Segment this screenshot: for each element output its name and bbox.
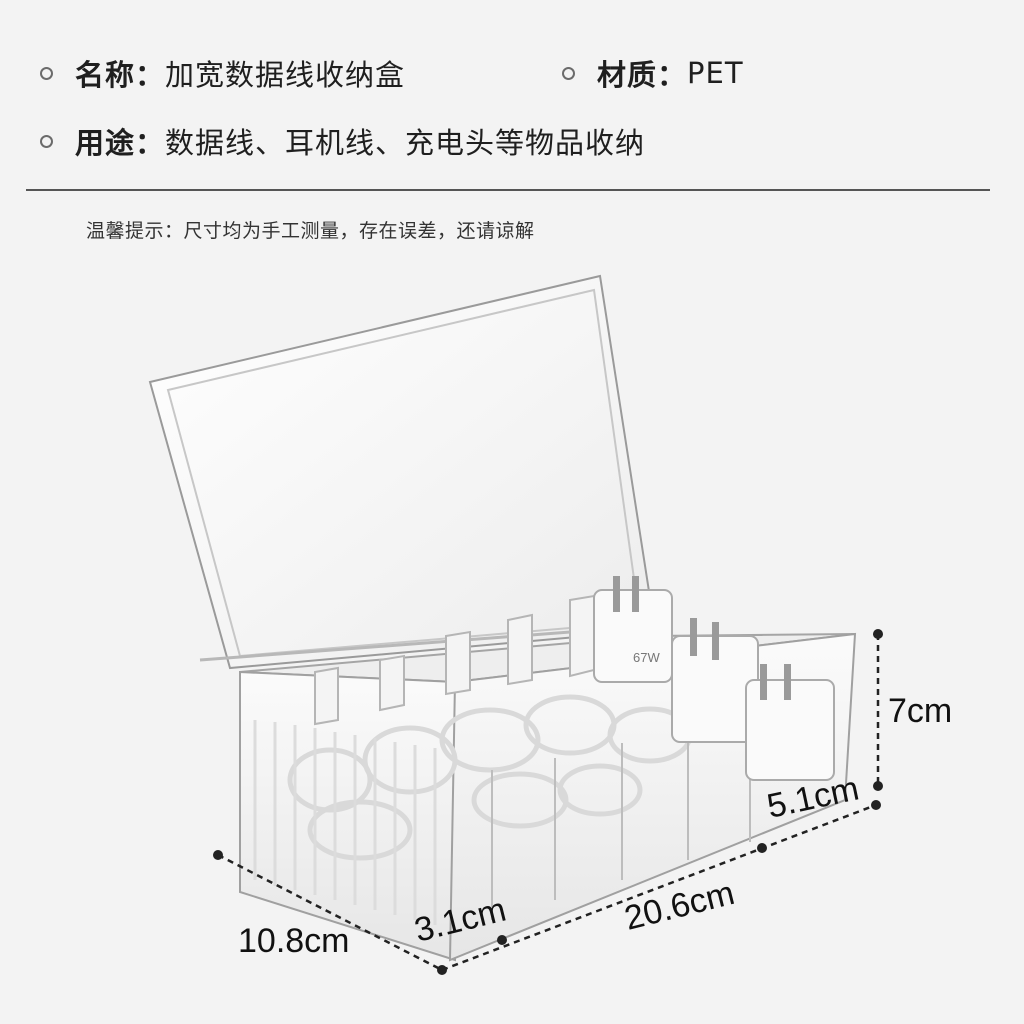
spec-material-value: PET [687,56,744,90]
spec-usage-label: 用途： [75,126,166,160]
spec-name: 名称： 加宽数据线收纳盒 [40,52,405,94]
spec-usage-value: 数据线、耳机线、充电头等物品收纳 [165,126,646,160]
charger-label: 67W [633,650,660,665]
spec-material: 材质： PET [562,52,744,94]
measurement-note: 温馨提示：尺寸均为手工测量，存在误差，还请谅解 [86,220,535,242]
bullet-circle-icon [562,66,575,80]
dim-height: 7cm [888,692,952,730]
spec-usage: 用途： 数据线、耳机线、充电头等物品收纳 [40,120,645,162]
spec-name-label: 名称： [75,58,166,92]
divider [26,189,990,191]
product-illustration: 67W [148,274,952,975]
spec-material-label: 材质： [597,58,688,92]
spec-name-value: 加宽数据线收纳盒 [165,58,406,92]
bullet-circle-icon [40,66,53,80]
box-body: 67W [239,576,857,962]
dim-depth: 10.8cm [238,922,350,960]
charger-group: 67W [593,576,835,781]
bullet-circle-icon [40,134,53,148]
spec-list: 名称： 加宽数据线收纳盒 材质： PET 用途： 数据线、耳机线、充电头等物品收… [0,0,1024,190]
